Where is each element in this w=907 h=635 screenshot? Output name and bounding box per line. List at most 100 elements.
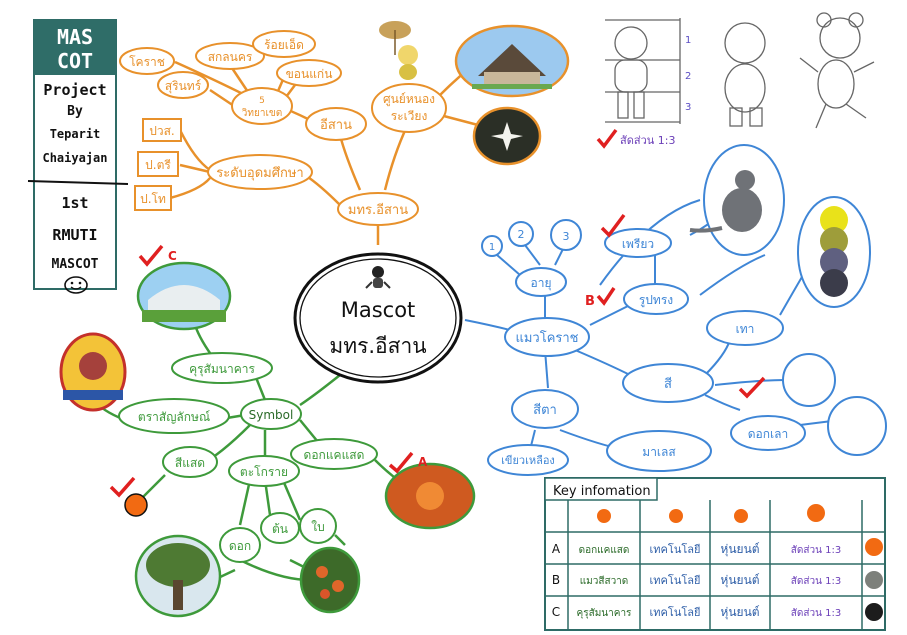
node-korat[interactable]: โคราช	[119, 47, 175, 75]
svg-text:เทา: เทา	[736, 322, 755, 336]
svg-text:สีแสด: สีแสด	[175, 456, 205, 470]
check-icon	[138, 244, 164, 267]
svg-text:1: 1	[489, 242, 495, 253]
svg-text:สัดส่วน 1:3: สัดส่วน 1:3	[791, 608, 841, 619]
orange-color-dot	[124, 493, 148, 517]
svg-text:สัดส่วน 1:3: สัดส่วน 1:3	[791, 545, 841, 556]
node-master[interactable]: ป.โท	[134, 185, 172, 211]
sketch-row-1: 1	[685, 35, 691, 46]
svg-text:ปวส.: ปวส.	[149, 124, 175, 138]
svg-text:ร้อยเอ็ด: ร้อยเอ็ด	[264, 37, 304, 52]
node-higher-education[interactable]: ระดับอุดมศึกษา	[207, 154, 313, 190]
sketch-ratio-label: สัดส่วน 1:3	[620, 134, 675, 147]
node-bachelor[interactable]: ป.ตรี	[137, 151, 179, 177]
node-isan[interactable]: อีสาน	[305, 107, 367, 141]
key-row-a: A ดอกแคแสด เทคโนโลยี หุ่นยนต์ สัดส่วน 1:…	[552, 538, 883, 557]
node-emblem[interactable]: ตราสัญลักษณ์	[118, 398, 230, 434]
node-five-campuses[interactable]: 5 วิทยาเขต	[231, 87, 293, 125]
node-khonkaen[interactable]: ขอนแก่น	[276, 59, 342, 87]
key-information-table: Key infomation A ดอกแคแสด เทคโนโลยี หุ่น…	[544, 477, 886, 631]
node-bloom[interactable]: ดอก	[219, 527, 261, 563]
svg-text:ขอนแก่น: ขอนแก่น	[286, 67, 333, 81]
node-tree[interactable]: ตะโกราย	[228, 455, 300, 487]
panel-author-last: Chaiyajan	[42, 151, 107, 165]
key-row-c: C คุรุสัมนาคาร เทคโนโลยี หุ่นยนต์ สัดส่ว…	[552, 603, 883, 621]
empty-circle-2	[827, 396, 887, 456]
node-age-2[interactable]: 2	[508, 221, 534, 247]
svg-text:อีสาน: อีสาน	[320, 117, 352, 133]
grey-cat-photo	[689, 144, 785, 256]
svg-text:วิทยาเขต: วิทยาเขต	[241, 108, 282, 119]
svg-text:A: A	[552, 542, 561, 556]
svg-text:Symbol: Symbol	[249, 408, 294, 422]
panel-rank: 1st	[61, 194, 88, 212]
auditorium-photo	[136, 261, 232, 331]
node-leaf[interactable]: ใบ	[299, 508, 337, 544]
mark-c: C	[168, 249, 177, 263]
svg-text:ระเวียง: ระเวียง	[391, 109, 428, 123]
orange-flower-photo	[384, 462, 476, 530]
svg-text:เขียวเหลือง: เขียวเหลือง	[501, 454, 555, 467]
smiley-doodle	[64, 276, 88, 294]
svg-text:5: 5	[259, 96, 265, 106]
panel-org: RMUTI	[52, 226, 97, 244]
orange-connectors	[169, 59, 481, 246]
svg-text:อายุ: อายุ	[531, 276, 552, 291]
university-emblem	[59, 332, 127, 412]
node-shape[interactable]: รูปทรง	[623, 283, 689, 315]
svg-text:มทร.อีสาน: มทร.อีสาน	[348, 202, 408, 218]
node-trunk[interactable]: ต้น	[260, 512, 300, 544]
svg-text:คุรุสัมนาคาร: คุรุสัมนาคาร	[577, 608, 633, 619]
node-dok-lao[interactable]: ดอกเลา	[730, 415, 806, 451]
node-age[interactable]: อายุ	[515, 267, 567, 297]
center-title: Mascot	[341, 298, 416, 322]
svg-text:เทคโนโลยี: เทคโนโลยี	[650, 573, 701, 587]
tree-photo	[134, 534, 222, 618]
node-age-1[interactable]: 1	[481, 235, 503, 257]
project-panel: MAS COT Project By Teparit Chaiyajan 1st…	[27, 19, 129, 294]
node-rmuti-isan[interactable]: มทร.อีสาน	[337, 192, 419, 226]
svg-text:ดอกแคแสด: ดอกแคแสด	[579, 545, 630, 556]
svg-text:2: 2	[518, 228, 525, 241]
panel-project: Project	[43, 81, 106, 99]
mascot-proportion-sketches	[605, 12, 875, 129]
svg-text:สกลนคร: สกลนคร	[208, 50, 253, 64]
node-auditorium[interactable]: คุรุสัมนาคาร	[171, 352, 273, 384]
sketch-row-3: 3	[685, 102, 691, 113]
svg-text:หุ่นยนต์: หุ่นยนต์	[720, 605, 759, 620]
node-orange-color[interactable]: สีแสด	[162, 446, 218, 478]
center-node[interactable]: Mascot มทร.อีสาน	[293, 252, 463, 384]
key-table-title: Key infomation	[553, 484, 651, 499]
node-age-3[interactable]: 3	[550, 219, 582, 251]
check-icon	[596, 287, 616, 306]
key-row-b: B แมวสีสวาด เทคโนโลยี หุ่นยนต์ สัดส่วน 1…	[552, 571, 883, 589]
svg-text:ดอกแคแสด: ดอกแคแสด	[304, 448, 365, 462]
check-icon	[596, 128, 618, 149]
color-dot-orange	[865, 538, 883, 556]
svg-text:B: B	[552, 573, 560, 587]
header-dot	[734, 509, 748, 523]
svg-text:มาเลส: มาเลส	[642, 445, 676, 459]
node-slim[interactable]: เพรียว	[604, 228, 672, 258]
color-dot-grey	[865, 571, 883, 589]
svg-text:ดอก: ดอก	[229, 539, 251, 553]
node-korat-cat[interactable]: แมวโคราช	[504, 317, 590, 357]
node-malet[interactable]: มาเลส	[606, 430, 712, 472]
node-green-yellow[interactable]: เขียวเหลือง	[487, 444, 569, 476]
node-color[interactable]: สี	[622, 363, 714, 403]
svg-text:เพรียว: เพรียว	[622, 237, 654, 251]
node-nong-rawiang[interactable]: ศูนย์หนอง ระเวียง	[371, 83, 447, 133]
node-roiet[interactable]: ร้อยเอ็ด	[252, 30, 316, 58]
fruit-photo	[299, 546, 361, 614]
node-symbol[interactable]: Symbol	[240, 398, 302, 430]
node-pvs[interactable]: ปวส.	[142, 118, 182, 142]
svg-text:ตะโกราย: ตะโกราย	[240, 465, 288, 479]
node-sakon[interactable]: สกลนคร	[195, 42, 265, 70]
node-grey[interactable]: เทา	[706, 310, 784, 346]
node-flower[interactable]: ดอกแคแสด	[290, 438, 378, 470]
node-eye-color[interactable]: สีตา	[511, 389, 579, 429]
svg-text:ดอกเลา: ดอกเลา	[748, 427, 788, 441]
panel-by: By	[67, 104, 83, 119]
node-surin[interactable]: สุรินทร์	[157, 71, 209, 99]
